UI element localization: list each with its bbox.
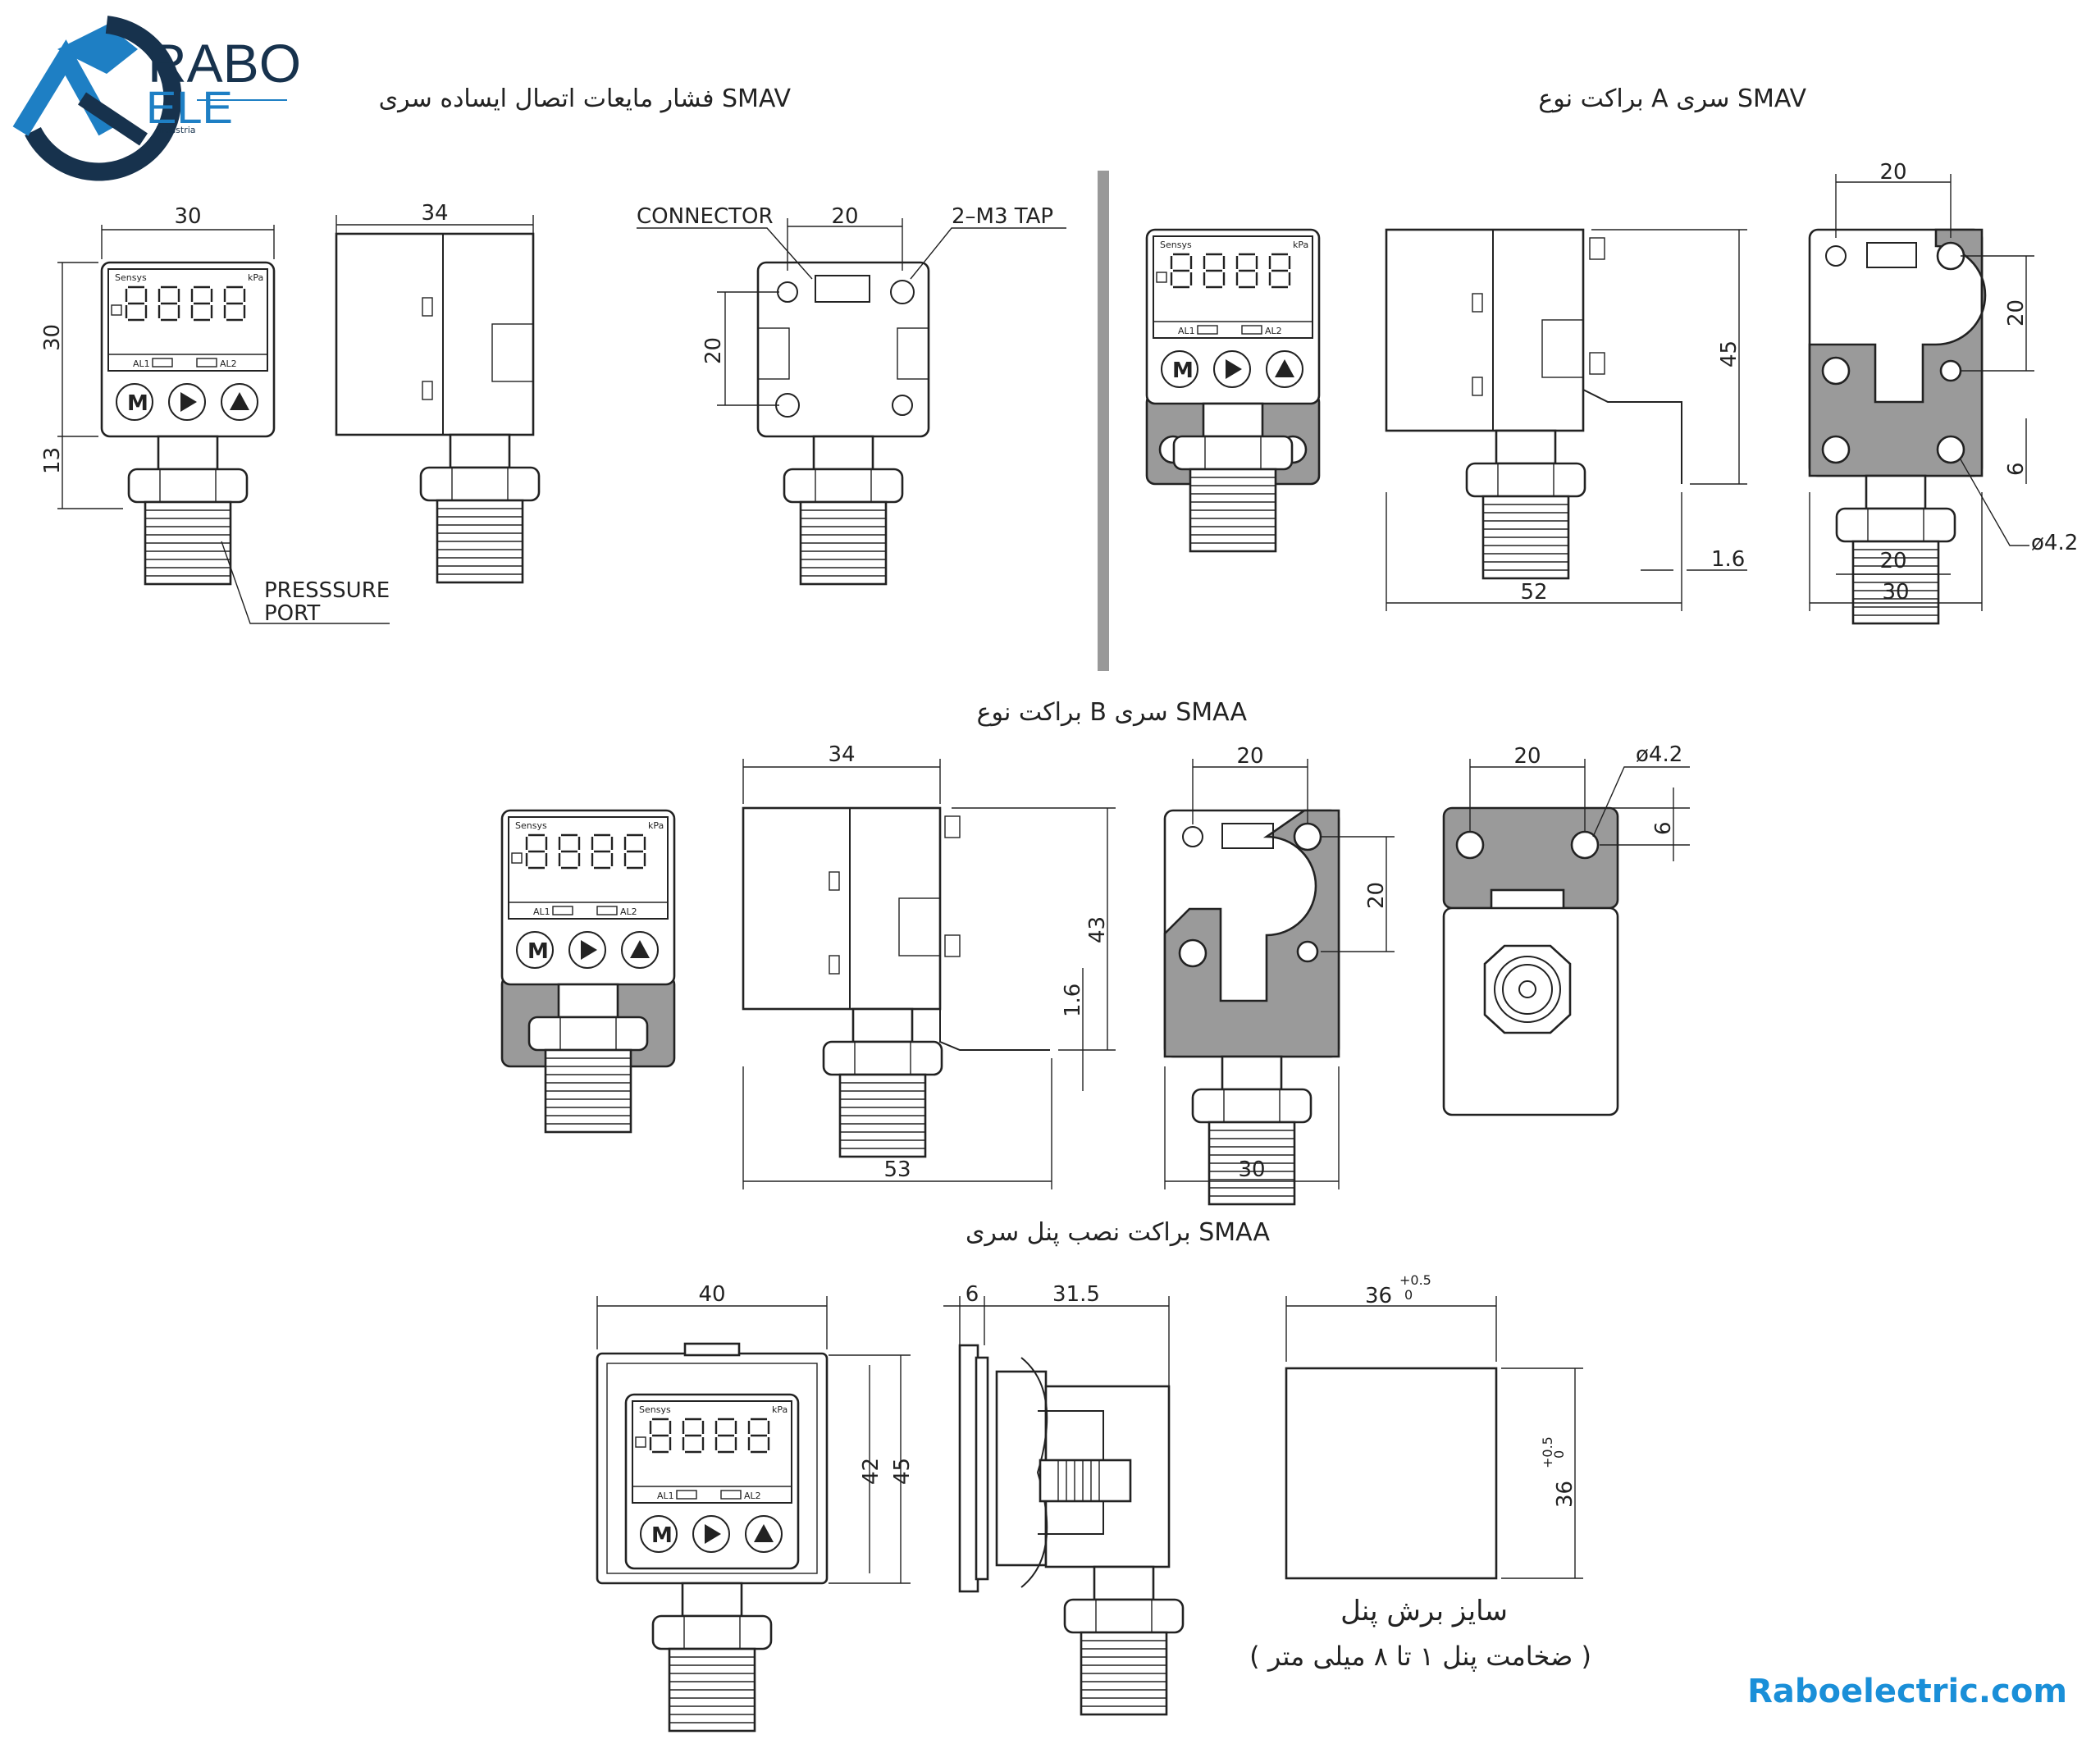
svg-text:36: 36 xyxy=(1553,1481,1577,1508)
pressure-port-label: PRESSSURE xyxy=(264,578,390,603)
svg-text:1.6: 1.6 xyxy=(1061,984,1085,1017)
panel-front: 40 42 45 xyxy=(596,1282,915,1733)
smav-back-view: 20 20 CONNECTOR 2–M3 TAP xyxy=(637,204,1066,586)
svg-text:36: 36 xyxy=(1365,1284,1392,1308)
svg-text:20: 20 xyxy=(2004,299,2029,326)
bracket-b-side: 34 53 43 1.6 xyxy=(742,742,1116,1189)
svg-text:20: 20 xyxy=(1879,160,1906,185)
svg-text:43: 43 xyxy=(1085,916,1110,943)
svg-text:20: 20 xyxy=(1364,882,1389,909)
svg-text:0: 0 xyxy=(1551,1450,1567,1459)
bracket-b-bottom: 20 ø4.2 6 xyxy=(1442,742,1690,1116)
svg-text:52: 52 xyxy=(1520,580,1547,605)
svg-text:45: 45 xyxy=(890,1458,915,1485)
title-smaa-panel: براکت نصب پنل سری SMAA xyxy=(966,1218,1271,1247)
cutout-size-label: سایز برش پنل xyxy=(1340,1595,1508,1628)
svg-text:34: 34 xyxy=(828,742,855,767)
svg-text:42: 42 xyxy=(859,1458,883,1485)
svg-text:30: 30 xyxy=(40,324,65,351)
svg-text:6: 6 xyxy=(966,1282,979,1307)
smav-side-view: 34 xyxy=(335,201,541,584)
svg-text:ø4.2: ø4.2 xyxy=(1636,742,1682,767)
svg-text:30: 30 xyxy=(174,204,201,229)
title-smaa-bracket-b: براکت نوع B سری SMAA xyxy=(977,698,1248,727)
svg-text:30: 30 xyxy=(1882,580,1909,605)
logo-tag: Industria xyxy=(156,125,196,135)
bracket-a-front xyxy=(1145,230,1321,553)
svg-text:30: 30 xyxy=(1238,1157,1265,1182)
svg-text:6: 6 xyxy=(2004,462,2029,476)
svg-text:53: 53 xyxy=(883,1157,911,1182)
connector-label: CONNECTOR xyxy=(637,204,774,229)
svg-text:+0.5: +0.5 xyxy=(1540,1436,1555,1468)
bracket-b-front xyxy=(500,810,676,1134)
tap-label: 2–M3 TAP xyxy=(952,204,1053,229)
svg-text:20: 20 xyxy=(1879,549,1906,573)
svg-text:1.6: 1.6 xyxy=(1711,547,1745,572)
section-divider xyxy=(1098,171,1109,671)
svg-text:34: 34 xyxy=(421,201,448,226)
svg-text:31.5: 31.5 xyxy=(1052,1282,1100,1307)
logo-word-top: RABO xyxy=(148,33,301,94)
svg-text:PORT: PORT xyxy=(264,601,320,626)
svg-text:20: 20 xyxy=(701,337,726,364)
svg-text:40: 40 xyxy=(698,1282,725,1307)
svg-text:0: 0 xyxy=(1404,1287,1413,1303)
logo-word-bottom: ELE xyxy=(146,81,233,133)
bracket-a-side: 52 45 1.6 xyxy=(1385,228,1747,611)
svg-text:13: 13 xyxy=(40,447,65,474)
smav-front-view: 30 30 13 PRESSSURE PORT xyxy=(40,204,390,626)
panel-cutout: 36 +0.5 0 36 +0.5 0 سایز برش پنل ( ضخامت… xyxy=(1249,1272,1591,1672)
title-smav-bracket-a: براکت نوع A سری SMAV xyxy=(1538,84,1806,113)
panel-side: 6 31.5 xyxy=(943,1282,1185,1716)
svg-text:+0.5: +0.5 xyxy=(1399,1272,1431,1288)
bracket-b-back: 20 20 30 xyxy=(1163,744,1395,1206)
svg-text:20: 20 xyxy=(831,204,858,229)
rabo-logo: RABO ELE Industria xyxy=(12,16,301,181)
panel-thickness-label: ( ضخامت پنل ۱ تا ۸ میلی متر ) xyxy=(1249,1641,1591,1672)
title-smav-vertical: فشار مایعات اتصال ایساده سری SMAV xyxy=(379,84,792,113)
svg-text:20: 20 xyxy=(1236,744,1263,769)
svg-text:45: 45 xyxy=(1717,340,1742,368)
bracket-a-back: 20 20 6 ø4.2 20 30 xyxy=(1808,160,2078,625)
website-label: Raboelectric.com xyxy=(1747,1673,2067,1710)
svg-text:6: 6 xyxy=(1651,821,1676,835)
svg-text:20: 20 xyxy=(1513,744,1541,769)
svg-text:ø4.2: ø4.2 xyxy=(2031,531,2078,555)
